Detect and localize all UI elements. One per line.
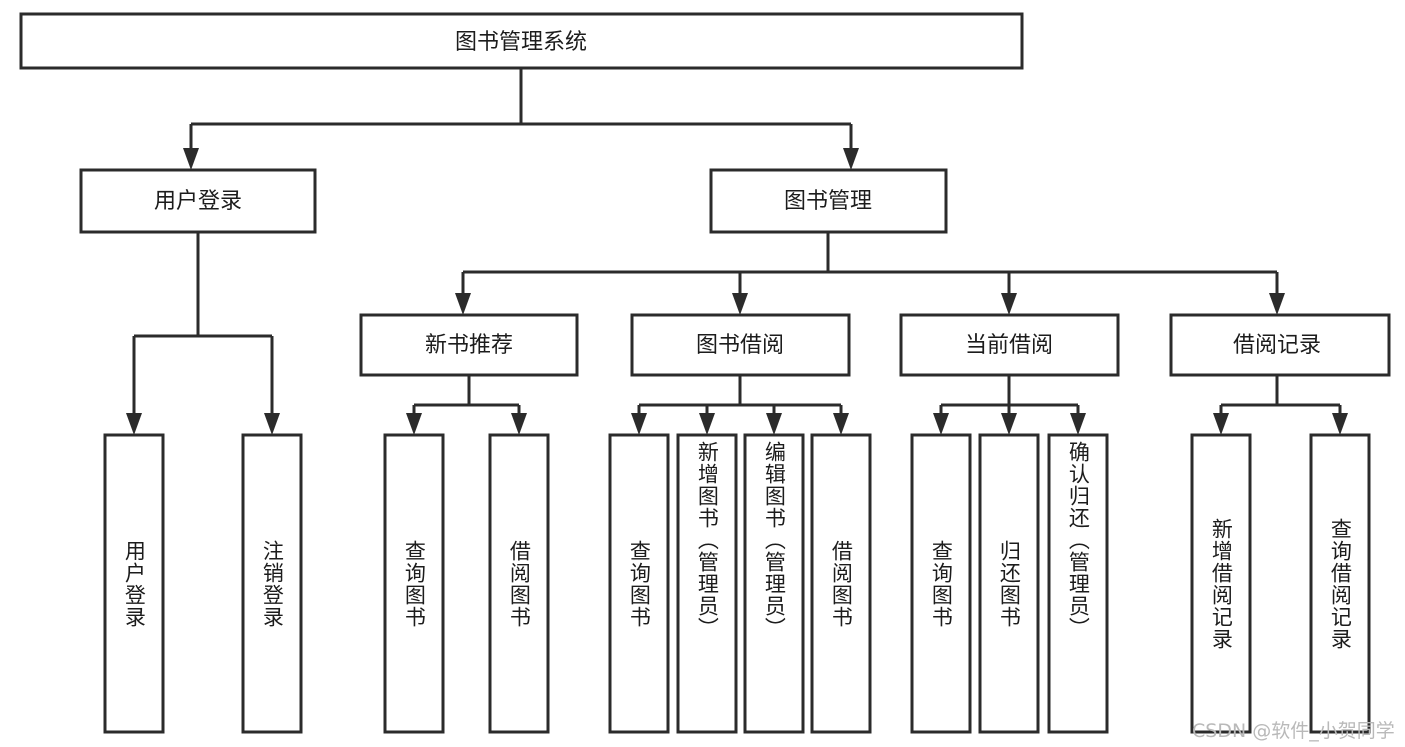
leaf-box-bookborrow-borrow[interactable] (810, 433, 872, 734)
connectors-bookmgmt-to-level3 (455, 232, 1285, 315)
leaf-box-bookborrow-add[interactable] (676, 433, 738, 734)
connectors-newbook-to-leaves (406, 375, 527, 435)
node-current-borrow[interactable] (899, 313, 1120, 377)
leaf-box-bookborrow-edit[interactable] (743, 433, 805, 734)
node-user-login[interactable] (79, 168, 317, 234)
node-user-login-label: 用户登录 (154, 189, 242, 214)
node-current-borrow-label: 当前借阅 (965, 333, 1053, 358)
connectors-currentborrow-to-leaves (933, 375, 1086, 435)
connectors-userlogin-to-leaves (126, 232, 280, 435)
connectors-borrowrecord-to-leaves (1213, 375, 1348, 435)
node-new-book-recommend[interactable] (359, 313, 579, 377)
node-borrow-record[interactable] (1169, 313, 1391, 377)
leaf-box-borrowrecord-add[interactable] (1190, 433, 1252, 734)
watermark-text: CSDN @软件_小贺同学 (1192, 720, 1395, 742)
leaf-box-newbook-borrow[interactable] (488, 433, 550, 734)
node-root-label: 图书管理系统 (455, 30, 587, 55)
leaf-box-currentborrow-query[interactable] (910, 433, 972, 734)
node-borrow-record-label: 借阅记录 (1233, 333, 1321, 358)
node-book-borrow[interactable] (630, 313, 851, 377)
node-book-borrow-label: 图书借阅 (696, 333, 784, 358)
leaf-box-borrowrecord-query[interactable] (1309, 433, 1371, 734)
leaf-box-bookborrow-query[interactable] (608, 433, 670, 734)
leaf-box-currentborrow-return[interactable] (978, 433, 1040, 734)
connectors-bookborrow-to-leaves (631, 375, 849, 435)
node-book-management-label: 图书管理 (784, 189, 872, 214)
leaf-box-newbook-query[interactable] (383, 433, 445, 734)
node-book-management[interactable] (709, 168, 948, 234)
connectors-root-to-level2 (183, 68, 859, 170)
node-new-book-recommend-label: 新书推荐 (425, 333, 513, 358)
node-root[interactable] (19, 12, 1024, 70)
leaf-box-currentborrow-confirm[interactable] (1047, 433, 1109, 734)
leaf-box-user-login-logout[interactable] (241, 433, 303, 734)
leaf-box-user-login-login[interactable] (103, 433, 165, 734)
